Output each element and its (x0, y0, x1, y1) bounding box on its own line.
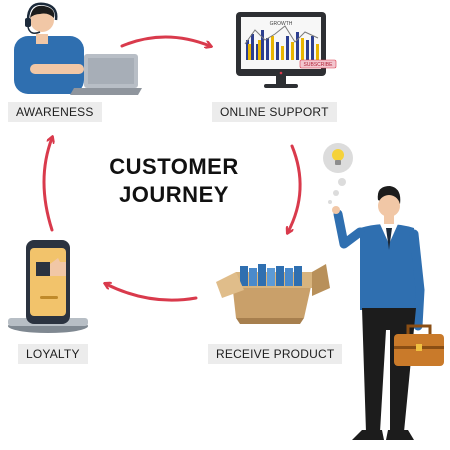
monitor-bars (246, 30, 319, 60)
title-line-1: CUSTOMER (109, 154, 239, 179)
support-agent-illustration (14, 2, 142, 95)
arrow-receive-to-loyalty (106, 284, 198, 302)
arrow-awareness-to-support (120, 35, 210, 46)
step-label-loyalty: LOYALTY (18, 344, 88, 364)
step-label-awareness: AWARENESS (8, 102, 102, 122)
books (240, 264, 302, 286)
monitor-chart-title: GROWTH (270, 21, 293, 27)
businessman-illustration (332, 186, 444, 440)
monitor-illustration: GROWTH SUBSCR (236, 12, 337, 88)
diagram-title: CUSTOMER JOURNEY (88, 153, 260, 209)
step-label-online-support: ONLINE SUPPORT (212, 102, 337, 122)
monitor-subscribe-button: SUBSCRIBE (304, 62, 334, 68)
title-line-2: JOURNEY (119, 182, 229, 207)
arrow-loyalty-to-awareness (42, 138, 52, 232)
phone-thumbs-up-illustration (8, 240, 88, 333)
step-label-receive-product: RECEIVE PRODUCT (208, 344, 343, 364)
arrow-support-to-receive (288, 144, 302, 232)
cardboard-box-illustration (216, 264, 330, 324)
lightbulb-idea-icon (323, 143, 353, 204)
